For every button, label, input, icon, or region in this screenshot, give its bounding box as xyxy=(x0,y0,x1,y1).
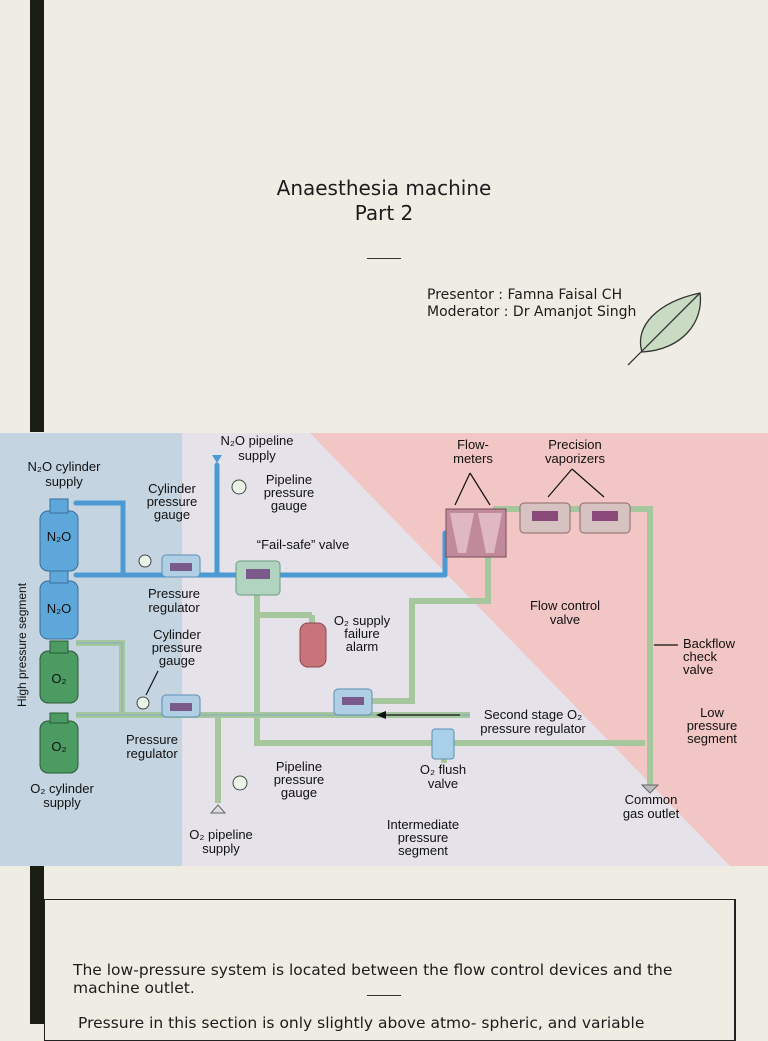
flowmeters xyxy=(445,508,507,558)
content-card: The low-pressure system is located betwe… xyxy=(44,899,736,1041)
slide-title: Anaesthesia machine Part 2 xyxy=(0,176,768,226)
pressure-regulator-top xyxy=(161,554,201,578)
svg-text:O₂: O₂ xyxy=(51,739,66,754)
label-flowmeters: Flow-meters xyxy=(453,437,493,466)
n2o-lines xyxy=(73,462,448,578)
cylinder-pressure-gauge-top xyxy=(138,554,152,568)
title-line-2: Part 2 xyxy=(354,201,414,225)
left-accent-bar-bottom xyxy=(30,866,44,1024)
moderator-text: Moderator : Dr Amanjot Singh xyxy=(427,304,637,320)
o2-cylinder-2: O₂ xyxy=(39,712,79,774)
n2o-cylinder-1: N₂O xyxy=(39,498,79,572)
label-high-pressure-segment: High pressure segment xyxy=(15,582,29,707)
pipeline-pressure-gauge-bottom xyxy=(232,775,248,791)
label-fail-safe-valve: “Fail-safe” valve xyxy=(257,537,349,552)
pipeline-pressure-gauge-top xyxy=(231,479,247,495)
o2-supply-failure-alarm xyxy=(299,622,327,668)
card-divider xyxy=(367,995,401,996)
o2-flush-valve xyxy=(431,728,455,760)
o2-cylinder-1: O₂ xyxy=(39,640,79,704)
svg-text:O₂: O₂ xyxy=(51,671,66,686)
cylinder-pressure-gauge-bottom xyxy=(136,696,150,710)
title-divider xyxy=(367,258,401,259)
precision-vaporizers xyxy=(519,502,631,534)
credits: Presentor : Famna Faisal CH Moderator : … xyxy=(427,287,636,321)
pressure-regulator-bottom xyxy=(161,694,201,718)
left-accent-bar-top xyxy=(30,0,44,432)
paragraph-pressure-section: Pressure in this section is only slightl… xyxy=(78,1014,645,1032)
n2o-cylinder-2: N₂O xyxy=(39,570,79,640)
paragraph-low-pressure-system: The low-pressure system is located betwe… xyxy=(73,961,673,997)
second-stage-regulator xyxy=(333,688,373,716)
anaesthesia-machine-diagram: N₂O N₂O O₂ O₂ xyxy=(0,433,768,866)
title-line-1: Anaesthesia machine xyxy=(276,176,492,200)
leaf-icon xyxy=(627,292,702,366)
low-pressure-zone xyxy=(310,433,768,866)
svg-text:N₂O: N₂O xyxy=(47,529,72,544)
fail-safe-valve xyxy=(235,560,281,596)
svg-text:N₂O: N₂O xyxy=(47,601,72,616)
presentor-text: Presentor : Famna Faisal CH xyxy=(427,287,623,303)
